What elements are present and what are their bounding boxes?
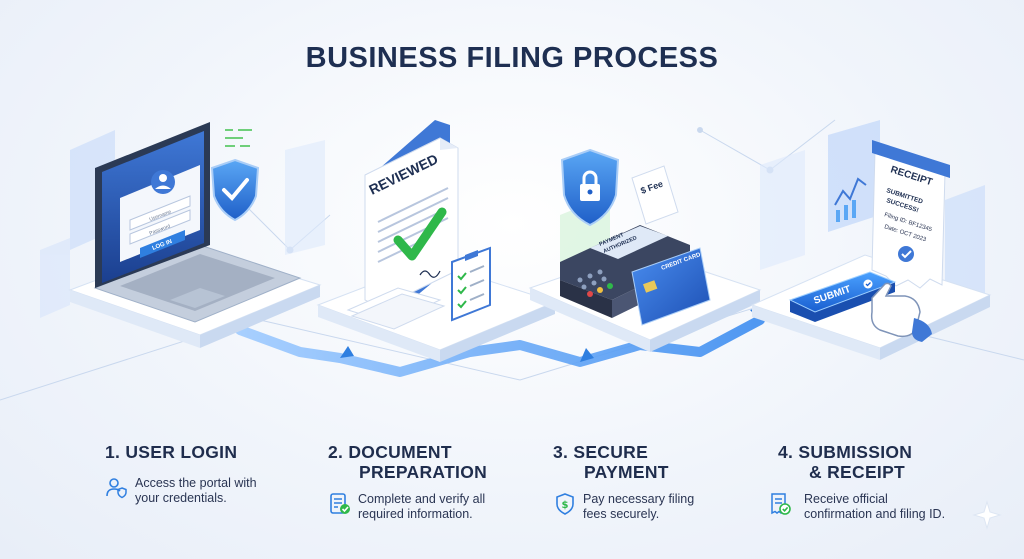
- step-desc-line: fees securely.: [583, 507, 660, 521]
- step-4-illustration: RECEIPT SUBMITTED SUCCESS! Filing ID: BF…: [750, 120, 992, 360]
- step-desc-line: required information.: [358, 507, 473, 521]
- step-description: Access the portal with your credentials.: [105, 476, 315, 506]
- step-title-line: 1. USER LOGIN: [105, 442, 238, 462]
- code-lines-icon: [225, 129, 252, 147]
- step-desc-line: Receive official: [804, 492, 888, 506]
- step-2: 2. DOCUMENT PREPARATION Complete and ver…: [328, 442, 538, 522]
- shield-dollar-icon: $: [553, 492, 577, 516]
- process-illustration: Username Password LOG IN REVIEWED: [0, 119, 1024, 401]
- step-desc-line: Access the portal with: [135, 476, 257, 490]
- step-desc-line: your credentials.: [135, 491, 227, 505]
- step-1: 1. USER LOGIN Access the portal with you…: [105, 442, 315, 506]
- checklist-icon: [328, 492, 352, 516]
- step-1-illustration: Username Password LOG IN: [68, 122, 322, 348]
- user-shield-icon: [105, 476, 129, 500]
- step-desc-line: Pay necessary filing: [583, 492, 695, 506]
- page-title: BUSINESS FILING PROCESS: [305, 42, 719, 74]
- step-title-line: PREPARATION: [359, 462, 488, 482]
- step-3: 3. SECURE PAYMENT $ Pay necessary filing…: [553, 442, 763, 522]
- step-description: Complete and verify all required informa…: [328, 492, 538, 522]
- step-title-line: PAYMENT: [584, 462, 669, 482]
- step-3-illustration: $ Fee PAYMENT AUTHORIZED CREDIT CARD: [528, 148, 762, 352]
- step-description: Receive official confirmation and filing…: [771, 492, 988, 522]
- checkmark-icon: [393, 207, 447, 261]
- step-title-line: 4. SUBMISSION: [778, 442, 913, 462]
- step-4: 4. SUBMISSION & RECEIPT Receive official…: [771, 442, 988, 522]
- arrow-head-icon: [580, 348, 594, 362]
- step-2-illustration: REVIEWED: [316, 120, 557, 362]
- step-description: $ Pay necessary filing fees securely.: [553, 492, 763, 522]
- security-shield-icon: [210, 158, 260, 222]
- step-desc-line: Complete and verify all: [358, 492, 486, 506]
- step-title-line: 3. SECURE: [553, 442, 649, 462]
- step-title-line: 2. DOCUMENT: [328, 442, 452, 462]
- signature-icon: [419, 270, 441, 278]
- step-title: 4. SUBMISSION & RECEIPT: [778, 442, 988, 482]
- pointing-hand-icon: [870, 282, 932, 342]
- step-title-line: & RECEIPT: [809, 462, 906, 482]
- arrow-head-icon: [340, 346, 354, 358]
- lock-shield-icon: [560, 148, 620, 227]
- receipt-check-icon: [768, 492, 792, 516]
- clipboard-checklist-icon: [451, 246, 491, 322]
- receipt-check-badge-icon: [898, 246, 914, 262]
- step-title: 3. SECURE PAYMENT: [553, 442, 763, 482]
- step-title: 2. DOCUMENT PREPARATION: [328, 442, 538, 482]
- step-desc-line: confirmation and filing ID.: [804, 507, 946, 521]
- step-title: 1. USER LOGIN: [105, 442, 315, 462]
- submit-button-illustration: SUBMIT: [788, 271, 897, 322]
- svg-text:$: $: [562, 500, 569, 511]
- background-blocks: [40, 130, 985, 318]
- sparkle-icon: [972, 500, 1002, 530]
